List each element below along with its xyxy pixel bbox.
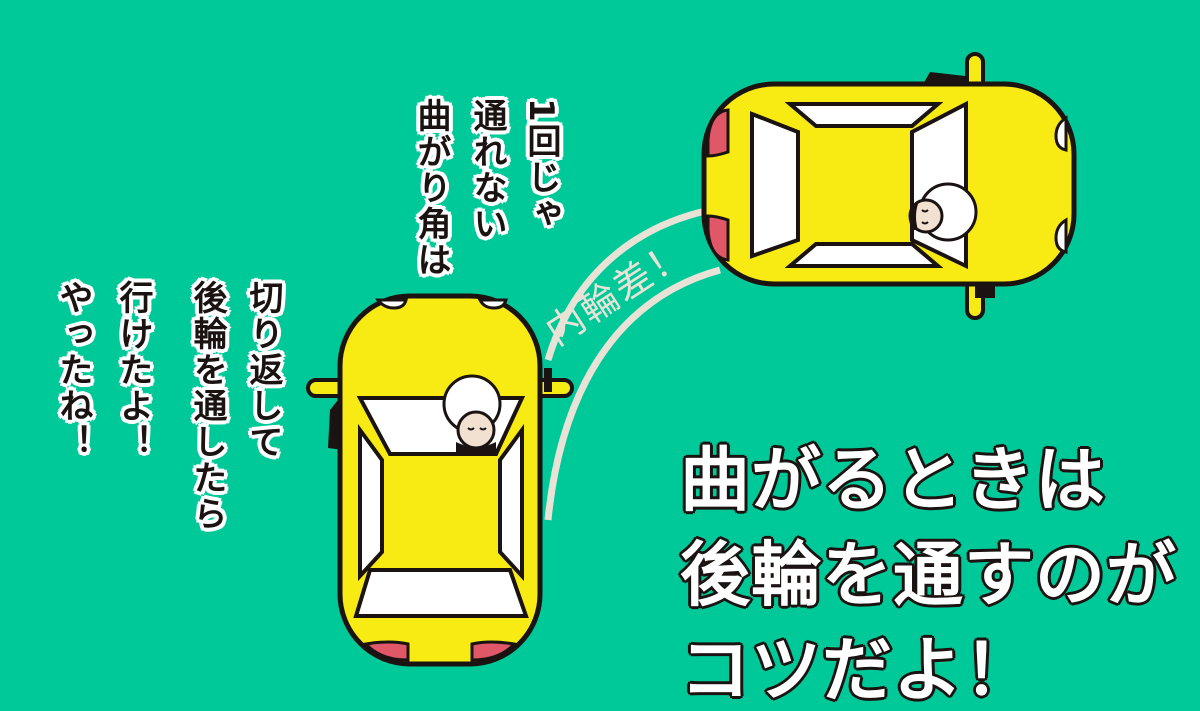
car-bottom-left-icon — [306, 293, 574, 667]
headline-line-1: 曲がるときは — [679, 439, 1107, 521]
top-text-col-3: 曲がり角は — [411, 98, 451, 278]
headline-line-2: 後輪を通すのが — [679, 534, 1178, 616]
left-text-col-1: 切り返して — [243, 280, 283, 460]
driver-icon — [908, 182, 978, 242]
left-text-col-3: 行けたよ！ — [113, 280, 153, 460]
driver-icon — [442, 374, 502, 452]
headline-line-3: コツだよ！ — [679, 629, 1036, 711]
top-text-col-1: 1回じゃ — [521, 98, 561, 232]
left-text-col-4: やったね！ — [53, 280, 93, 460]
top-text-col-2: 通れない — [467, 98, 507, 242]
inner-wheel-path — [544, 206, 721, 521]
illustration-scene: 内輪差！ 1回じゃ 通れない 曲がり角は 切り返して 後輪を通したら 行けたよ！… — [53, 52, 1178, 707]
car-top-right-icon — [701, 52, 1077, 320]
left-text-col-2: 後輪を通したら — [187, 280, 227, 532]
